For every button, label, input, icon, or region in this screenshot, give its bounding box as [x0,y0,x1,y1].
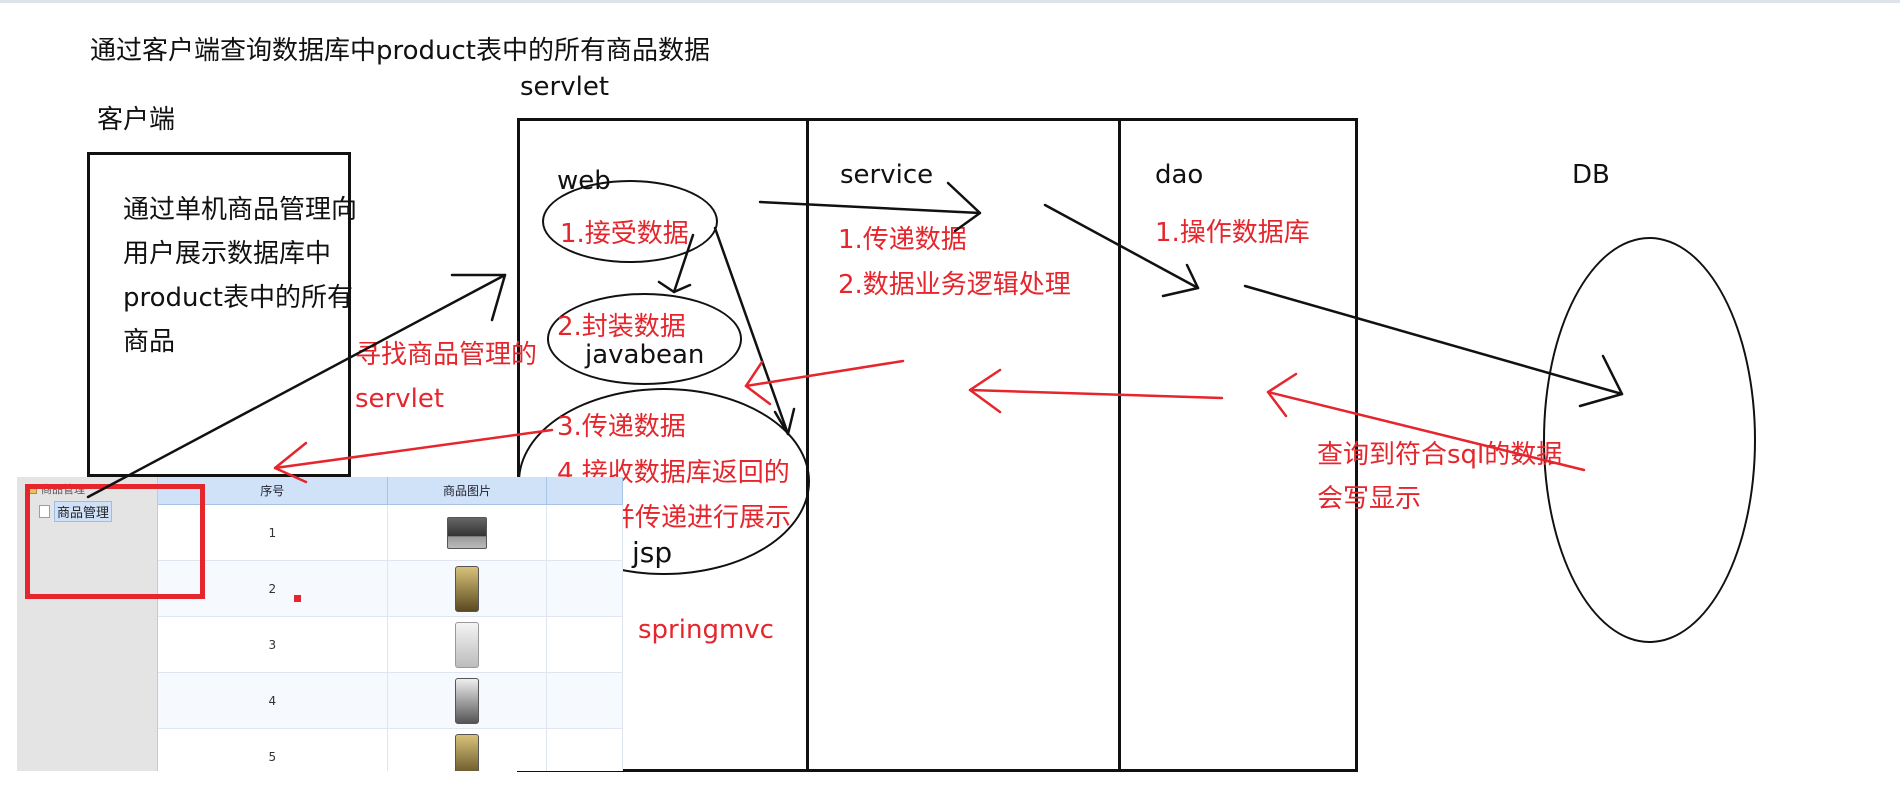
table-row[interactable]: 2 [158,561,623,617]
client-text-line-1: 通过单机商品管理向 [123,195,358,225]
highlight-rectangle [25,484,205,599]
find-servlet-note-1: 寻找商品管理的 [355,340,538,370]
tree-item-label: 商品管理 [54,501,113,522]
receive-to-transfer-arrow [713,226,790,436]
extra-cell [547,729,623,771]
extra-cell [547,673,623,728]
service-layer-label: service [840,160,934,190]
query-result-note-2: 会写显示 [1317,484,1422,514]
javabean-label: javabean [585,340,705,370]
phone-image [455,677,479,724]
table-row[interactable]: 3 [158,617,623,673]
phone-image [455,565,479,612]
servlet-container [517,118,1358,772]
product-image-cell [388,505,548,560]
column-header-number[interactable]: 序号 [158,477,388,504]
row-number: 2 [158,561,388,616]
find-servlet-note-2: servlet [355,384,445,414]
laptop-image [447,516,487,549]
diagram-title: 通过客户端查询数据库中product表中的所有商品数据 [90,36,711,66]
dao-layer-label: dao [1155,160,1204,190]
table-row[interactable]: 4 [158,673,623,729]
row-number: 3 [158,617,388,672]
web-to-client-return-arrowhead [273,441,308,484]
web-step-1: 1.接受数据 [560,219,689,249]
client-box [87,152,351,477]
service-step-2: 2.数据业务逻辑处理 [838,270,1071,300]
service-to-dao-arrow [1043,203,1200,290]
db-label: DB [1572,160,1610,190]
servlet-label: servlet [520,72,610,102]
service-dao-divider [1118,118,1121,772]
service-to-web-return-arrow [744,359,905,388]
db-to-dao-return-arrow [1266,390,1586,472]
table-row[interactable]: 5 [158,729,623,771]
client-text-line-4: 商品 [123,327,176,357]
row-number: 4 [158,673,388,728]
service-to-dao-arrowhead [1161,263,1200,298]
service-to-web-return-arrowhead [744,360,772,406]
receive-to-wrap-arrow [672,233,695,294]
dao-to-service-return-arrowhead [968,368,1002,414]
extra-cell [547,505,623,560]
tree-item-product-manager[interactable]: 商品管理 [39,501,113,522]
table-header: 序号 商品图片 [158,477,623,505]
extra-cell [547,561,623,616]
service-step-1: 1.传递数据 [838,225,967,255]
document-icon [39,505,50,518]
dao-to-db-arrowhead [1578,354,1624,408]
receive-to-transfer-arrowhead [773,407,796,436]
dao-to-db-arrow [1243,284,1624,396]
web-to-service-arrowhead [946,181,982,233]
receive-to-wrap-arrowhead [657,280,692,294]
column-header-extra [547,477,623,504]
dao-step-1: 1.操作数据库 [1155,218,1310,248]
row-number: 1 [158,505,388,560]
web-step-3: 3.传递数据 [557,412,686,442]
database-ellipse [1543,237,1756,643]
client-label: 客户端 [97,105,176,135]
row-number: 5 [158,729,388,771]
client-text-line-2: 用户展示数据库中 [123,239,332,269]
table-row[interactable]: 1 [158,505,623,561]
phone-image [455,621,479,668]
red-dot-mark [294,595,301,602]
dao-to-service-return-arrow [968,388,1224,400]
nav-tree-panel: 商品管理 商品管理 [17,477,158,771]
column-header-image[interactable]: 商品图片 [388,477,548,504]
product-image-cell [388,729,548,771]
web-to-service-arrow [758,200,982,215]
product-image-cell [388,673,548,728]
client-to-servlet-arrowhead [450,273,507,322]
springmvc-note: springmvc [638,615,774,645]
receive-data-ellipse [542,180,718,263]
top-border [0,0,1900,3]
client-to-servlet-arrow [86,273,507,499]
db-to-dao-return-arrowhead [1266,372,1298,418]
client-text-line-3: product表中的所有 [123,283,354,313]
product-image-cell [388,617,548,672]
web-service-divider [806,118,809,772]
product-manager-screenshot: 商品管理 商品管理 序号 商品图片 1 2 3 4 [17,477,623,771]
phone-image [455,733,479,771]
web-to-client-return-arrow [273,428,554,470]
product-table: 序号 商品图片 1 2 3 4 5 [158,477,623,771]
wrap-data-ellipse [547,293,742,385]
product-image-cell [388,561,548,616]
jsp-label: jsp [632,536,673,569]
extra-cell [547,617,623,672]
web-step-2: 2.封装数据 [557,312,686,342]
